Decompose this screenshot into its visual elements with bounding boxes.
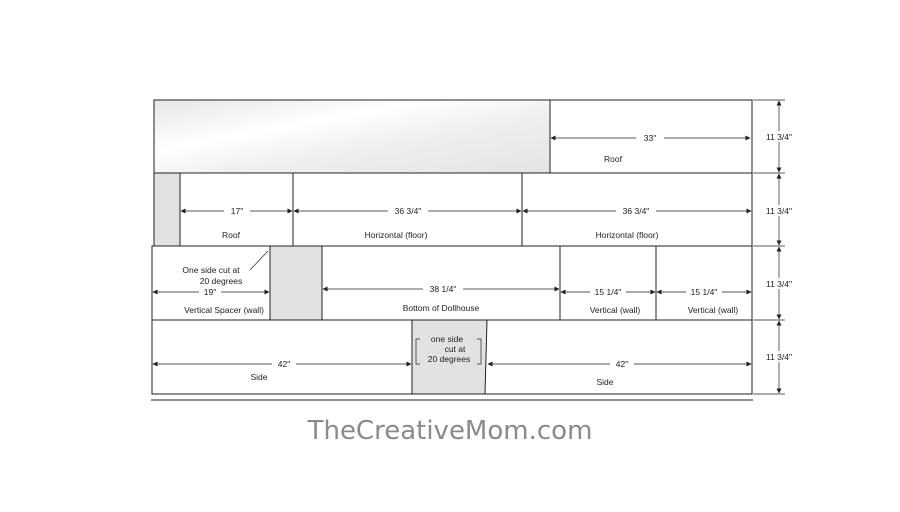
- row-1: 33" Roof: [153, 99, 753, 174]
- label-side-1: Side: [250, 372, 267, 382]
- label-bottom-of-dollhouse: Bottom of Dollhouse: [403, 303, 480, 313]
- row-2: 17" Roof 36 3/4" Horizontal (floor) 36 3…: [153, 172, 753, 247]
- dim-label-wall-2: 15 1/4": [691, 287, 718, 297]
- scrap-row4: [411, 319, 488, 395]
- label-side-2: Side: [596, 377, 613, 387]
- vertical-wall-2: [655, 245, 753, 321]
- height-label-row4: 11 3/4": [766, 352, 792, 362]
- scrap-note-line-2: cut at: [445, 344, 466, 354]
- height-label-row1: 11 3/4": [766, 132, 792, 142]
- roof-scrap: [153, 99, 551, 174]
- label-floor-1: Horizontal (floor): [365, 230, 428, 240]
- dim-label-floor-1: 36 3/4": [395, 206, 422, 216]
- dim-label-side-1: 42": [278, 359, 290, 369]
- height-label-row2: 11 3/4": [766, 206, 792, 216]
- dim-label-spacer-19: 19": [204, 287, 216, 297]
- height-dimensions: 11 3/4" 11 3/4" 11 3/4" 11 3/4": [753, 99, 797, 395]
- scrap-note-line-3: 20 degrees: [428, 354, 471, 364]
- scrap-note-bracket-left: [415, 338, 420, 365]
- scrap-note-bracket-right: [477, 338, 482, 365]
- label-roof-row1: Roof: [604, 154, 623, 164]
- height-label-row3: 11 3/4": [766, 279, 792, 289]
- row-3: One side cut at 20 degrees 19" Vertical …: [151, 245, 753, 321]
- dim-label-roof-17: 17": [231, 206, 243, 216]
- spacer-note-leader: [249, 250, 269, 271]
- dim-label-roof-33: 33": [644, 133, 656, 143]
- scrap-row2: [153, 172, 181, 247]
- dim-label-wall-1: 15 1/4": [595, 287, 622, 297]
- scrap-row3: [269, 245, 323, 321]
- dim-label-bottom: 38 1/4": [430, 284, 457, 294]
- label-roof-row2: Roof: [222, 230, 241, 240]
- vertical-spacer: [151, 245, 271, 321]
- spacer-note-line-1: One side cut at: [182, 265, 240, 275]
- dim-label-side-2: 42": [616, 359, 628, 369]
- label-vertical-spacer: Vertical Spacer (wall): [184, 305, 264, 315]
- label-vertical-wall-2: Vertical (wall): [688, 305, 739, 315]
- scrap-note-line-1: one side: [431, 334, 463, 344]
- spacer-note-line-2: 20 degrees: [200, 276, 243, 286]
- dim-label-floor-2: 36 3/4": [623, 206, 650, 216]
- label-floor-2: Horizontal (floor): [596, 230, 659, 240]
- watermark: TheCreativeMom.com: [307, 416, 593, 446]
- row-4: 42" Side 42" Side one side cut at 20 deg…: [151, 319, 753, 401]
- label-vertical-wall-1: Vertical (wall): [590, 305, 641, 315]
